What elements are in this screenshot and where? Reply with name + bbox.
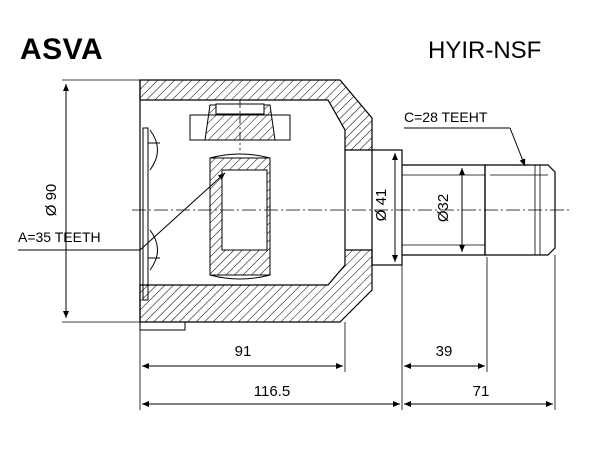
- housing-boss: [371, 149, 403, 266]
- part-number: HYIR-NSF: [428, 37, 542, 64]
- dim-length-housing: 91: [139, 322, 346, 372]
- dim-diameter-shaft: Ø32: [435, 168, 465, 252]
- dim-length-overall-label: 116.5: [254, 383, 290, 400]
- dim-diameter-body-label: Ø 90: [43, 184, 60, 217]
- spline-section: [484, 164, 556, 256]
- housing: [139, 79, 403, 331]
- brand-logo: ASVA: [20, 33, 104, 66]
- dim-length-stem-label: 39: [436, 343, 453, 360]
- dim-diameter-neck-label: Ø 41: [373, 189, 390, 222]
- inner-race: [189, 100, 291, 280]
- dim-length-stem-total: 71: [404, 255, 556, 410]
- callout-c: C=28 TEEHT: [404, 109, 526, 167]
- dim-length-overall: 116.5: [139, 372, 400, 410]
- dim-diameter-shaft-label: Ø32: [435, 194, 452, 222]
- dim-diameter-neck: Ø 41: [373, 153, 398, 262]
- callout-c-label: C=28 TEEHT: [404, 109, 488, 125]
- dim-length-stem-total-label: 71: [473, 383, 490, 400]
- dim-length-stem: 39: [401, 257, 488, 410]
- dim-length-housing-label: 91: [235, 343, 252, 360]
- callout-a-label: A=35 TEETH: [18, 229, 101, 245]
- dim-diameter-body: Ø 90: [43, 79, 140, 323]
- callout-a: A=35 TEETH: [18, 172, 226, 251]
